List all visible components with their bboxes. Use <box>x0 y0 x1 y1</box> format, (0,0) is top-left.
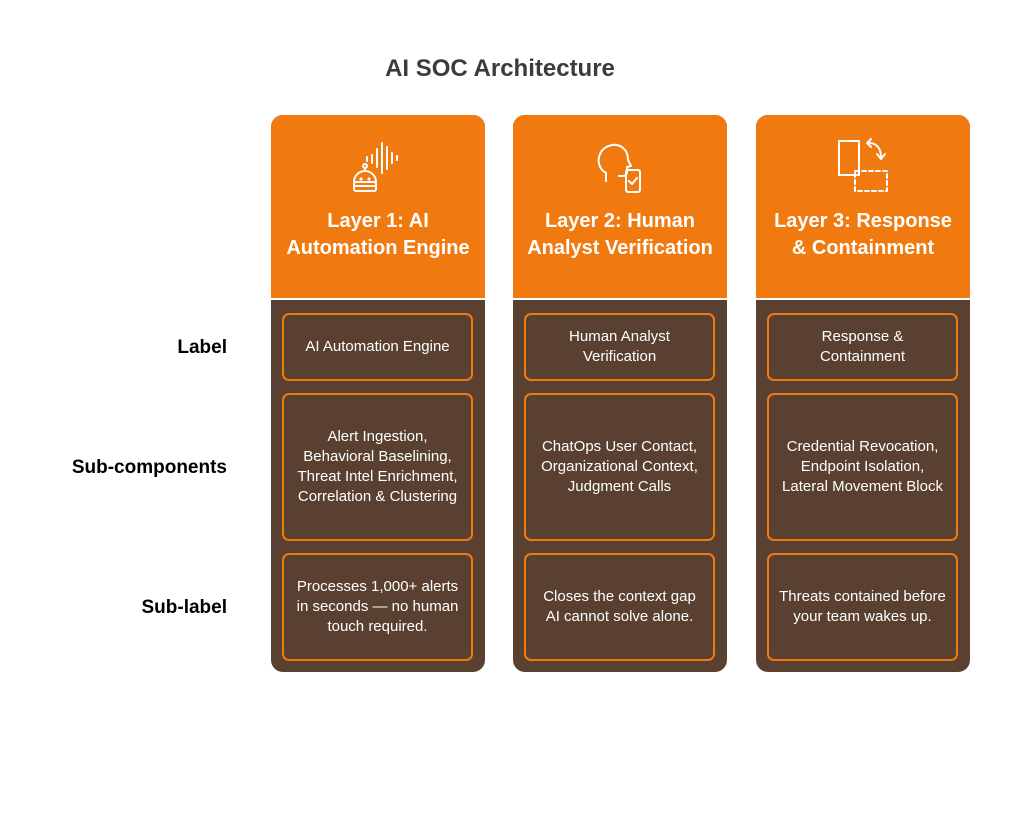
layer-3-column: Layer 3: Response & Containment Response… <box>756 115 970 672</box>
robot-sound-wave-icon <box>353 142 398 192</box>
diagram-title: AI SOC Architecture <box>385 55 615 82</box>
row-label-label: Label <box>177 337 227 358</box>
layer-1-sub-label-cell: Processes 1,000+ alerts in seconds — no … <box>282 553 473 661</box>
layer-1-header: Layer 1: AI Automation Engine <box>271 115 485 300</box>
layer-1-sub-components-cell: Alert Ingestion, Behavioral Baselining, … <box>282 393 473 541</box>
layer-2-sub-label-cell: Closes the context gap AI cannot solve a… <box>524 553 715 661</box>
layer-2-title: Layer 2: Human Analyst Verification <box>527 210 713 259</box>
row-label-sub-label: Sub-label <box>141 597 227 618</box>
layer-1-column: Layer 1: AI Automation Engine AI Automat… <box>271 115 485 672</box>
layer-3-label-cell: Response & Containment <box>767 313 958 381</box>
row-label-sub-components: Sub-components <box>71 457 227 478</box>
layer-3-sub-label-cell: Threats contained before your team wakes… <box>767 553 958 661</box>
layer-3-header: Layer 3: Response & Containment <box>756 115 970 300</box>
human-head-phone-icon <box>597 143 641 193</box>
layer-1-label-cell: AI Automation Engine <box>282 313 473 381</box>
layer-3-sub-components-cell: Credential Revocation, Endpoint Isolatio… <box>767 393 958 541</box>
layer-2-label-cell: Human Analyst Verification <box>524 313 715 381</box>
layer-2-column: Layer 2: Human Analyst Verification Huma… <box>513 115 727 672</box>
layer-2-sub-components-cell: ChatOps User Contact, Organizational Con… <box>524 393 715 541</box>
layer-2-header: Layer 2: Human Analyst Verification <box>513 115 727 300</box>
layer-1-title: Layer 1: AI Automation Engine <box>286 210 470 259</box>
layer-3-title: Layer 3: Response & Containment <box>774 210 952 259</box>
move-containment-icon <box>838 138 888 192</box>
